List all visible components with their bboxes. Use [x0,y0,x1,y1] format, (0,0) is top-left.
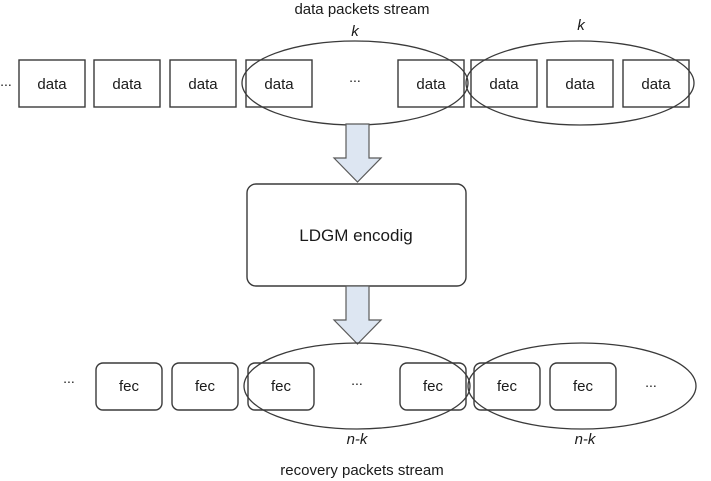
data-packet-label: data [264,76,294,93]
k-label-second-group: k [577,17,586,34]
data-packet: data [93,59,161,108]
data-packet: data [169,59,237,108]
fec-packet-label: fec [497,378,518,395]
recovery-stream-title: recovery packets stream [280,462,443,479]
fec-packet-label: fec [195,378,216,395]
data-packet-label: data [112,76,142,93]
k-label-first-group: k [351,23,360,40]
fec-packet: fec [171,362,239,411]
data-stream-leading-ellipsis: ... [0,73,12,89]
fec-packet: fec [247,362,315,411]
data-packet: data [622,59,690,108]
data-packet: data [546,59,614,108]
fec-packet: fec [399,362,467,411]
data-packet-label: data [565,76,595,93]
data-packet-label: data [489,76,519,93]
ldgm-encoder-label: LDGM encodig [299,226,412,245]
fec-packet-label: fec [119,378,140,395]
fec-packet: fec [473,362,541,411]
data-packet-label: data [37,76,67,93]
k-group-ellipse-second [465,40,695,126]
fec-trailing-ellipsis: ... [645,374,657,390]
fec-stream-leading-ellipsis: ... [63,370,75,386]
data-group-ellipsis: ... [349,69,361,85]
nk-group-ellipse-first [243,342,471,430]
fec-packet-label: fec [271,378,292,395]
nk-label-first-group: n-k [347,431,369,448]
data-packet: data [470,59,538,108]
data-packet: data [18,59,86,108]
fec-packet-label: fec [423,378,444,395]
data-stream-title: data packets stream [294,1,429,18]
nk-label-second-group: n-k [575,431,597,448]
data-packet-label: data [641,76,671,93]
down-arrow-icon [332,285,383,345]
down-arrow-icon [332,123,383,183]
data-packet: data [397,59,465,108]
fec-packet: fec [95,362,163,411]
fec-packet: fec [549,362,617,411]
data-packet-label: data [188,76,218,93]
fec-packet-label: fec [573,378,594,395]
nk-group-ellipse-second [467,342,697,430]
data-packet: data [245,59,313,108]
data-packet-label: data [416,76,446,93]
fec-group-ellipsis: ... [351,372,363,388]
